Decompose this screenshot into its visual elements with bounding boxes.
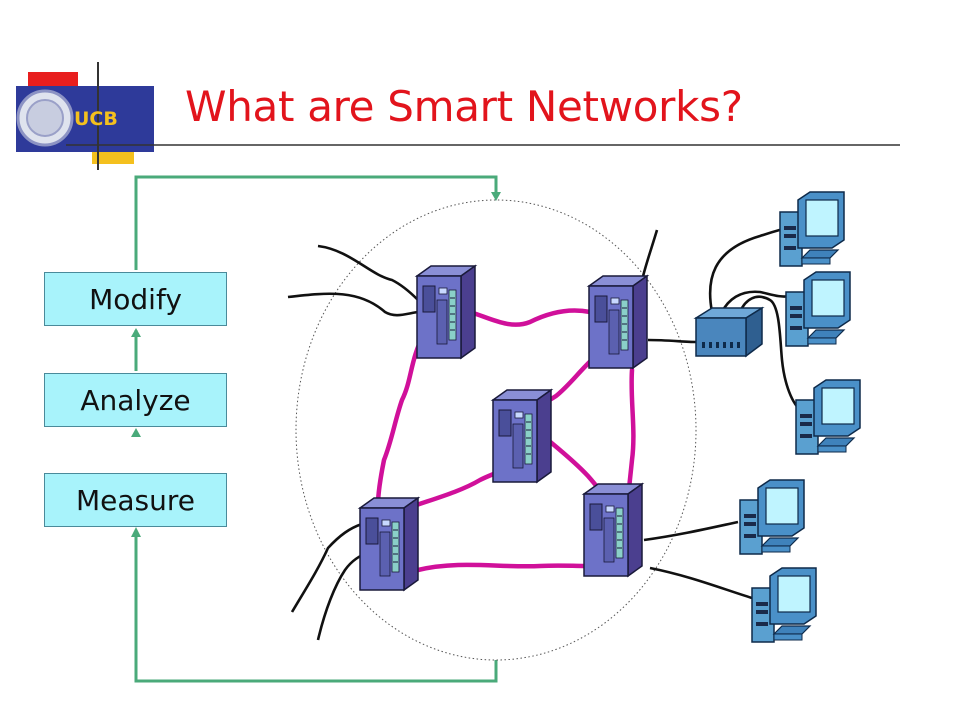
- server-center: [492, 389, 552, 483]
- server-bottom-right: [583, 483, 643, 577]
- slide-title: What are Smart Networks?: [185, 82, 743, 131]
- computer-4: [739, 479, 805, 555]
- computer-5: [751, 567, 817, 643]
- server-bottom-left: [359, 497, 419, 591]
- analyze-label: Analyze: [80, 383, 191, 417]
- feedback-loop: [134, 175, 498, 683]
- modify-label: Modify: [89, 282, 182, 316]
- network-boundary: [295, 199, 697, 661]
- analyze-box: Analyze: [44, 373, 227, 427]
- ucb-logo: UCB: [16, 62, 900, 170]
- computer-3: [795, 379, 861, 455]
- logo-text: UCB: [74, 108, 118, 130]
- network-hub: [693, 306, 765, 358]
- server-top-left: [416, 265, 476, 359]
- computer-2: [785, 271, 851, 347]
- measure-label: Measure: [76, 483, 195, 517]
- computer-1: [779, 191, 845, 267]
- modify-box: Modify: [44, 272, 227, 326]
- measure-box: Measure: [44, 473, 227, 527]
- server-top-right: [588, 275, 648, 369]
- external-cables: [287, 224, 801, 641]
- feedback-arrowheads: [131, 192, 501, 537]
